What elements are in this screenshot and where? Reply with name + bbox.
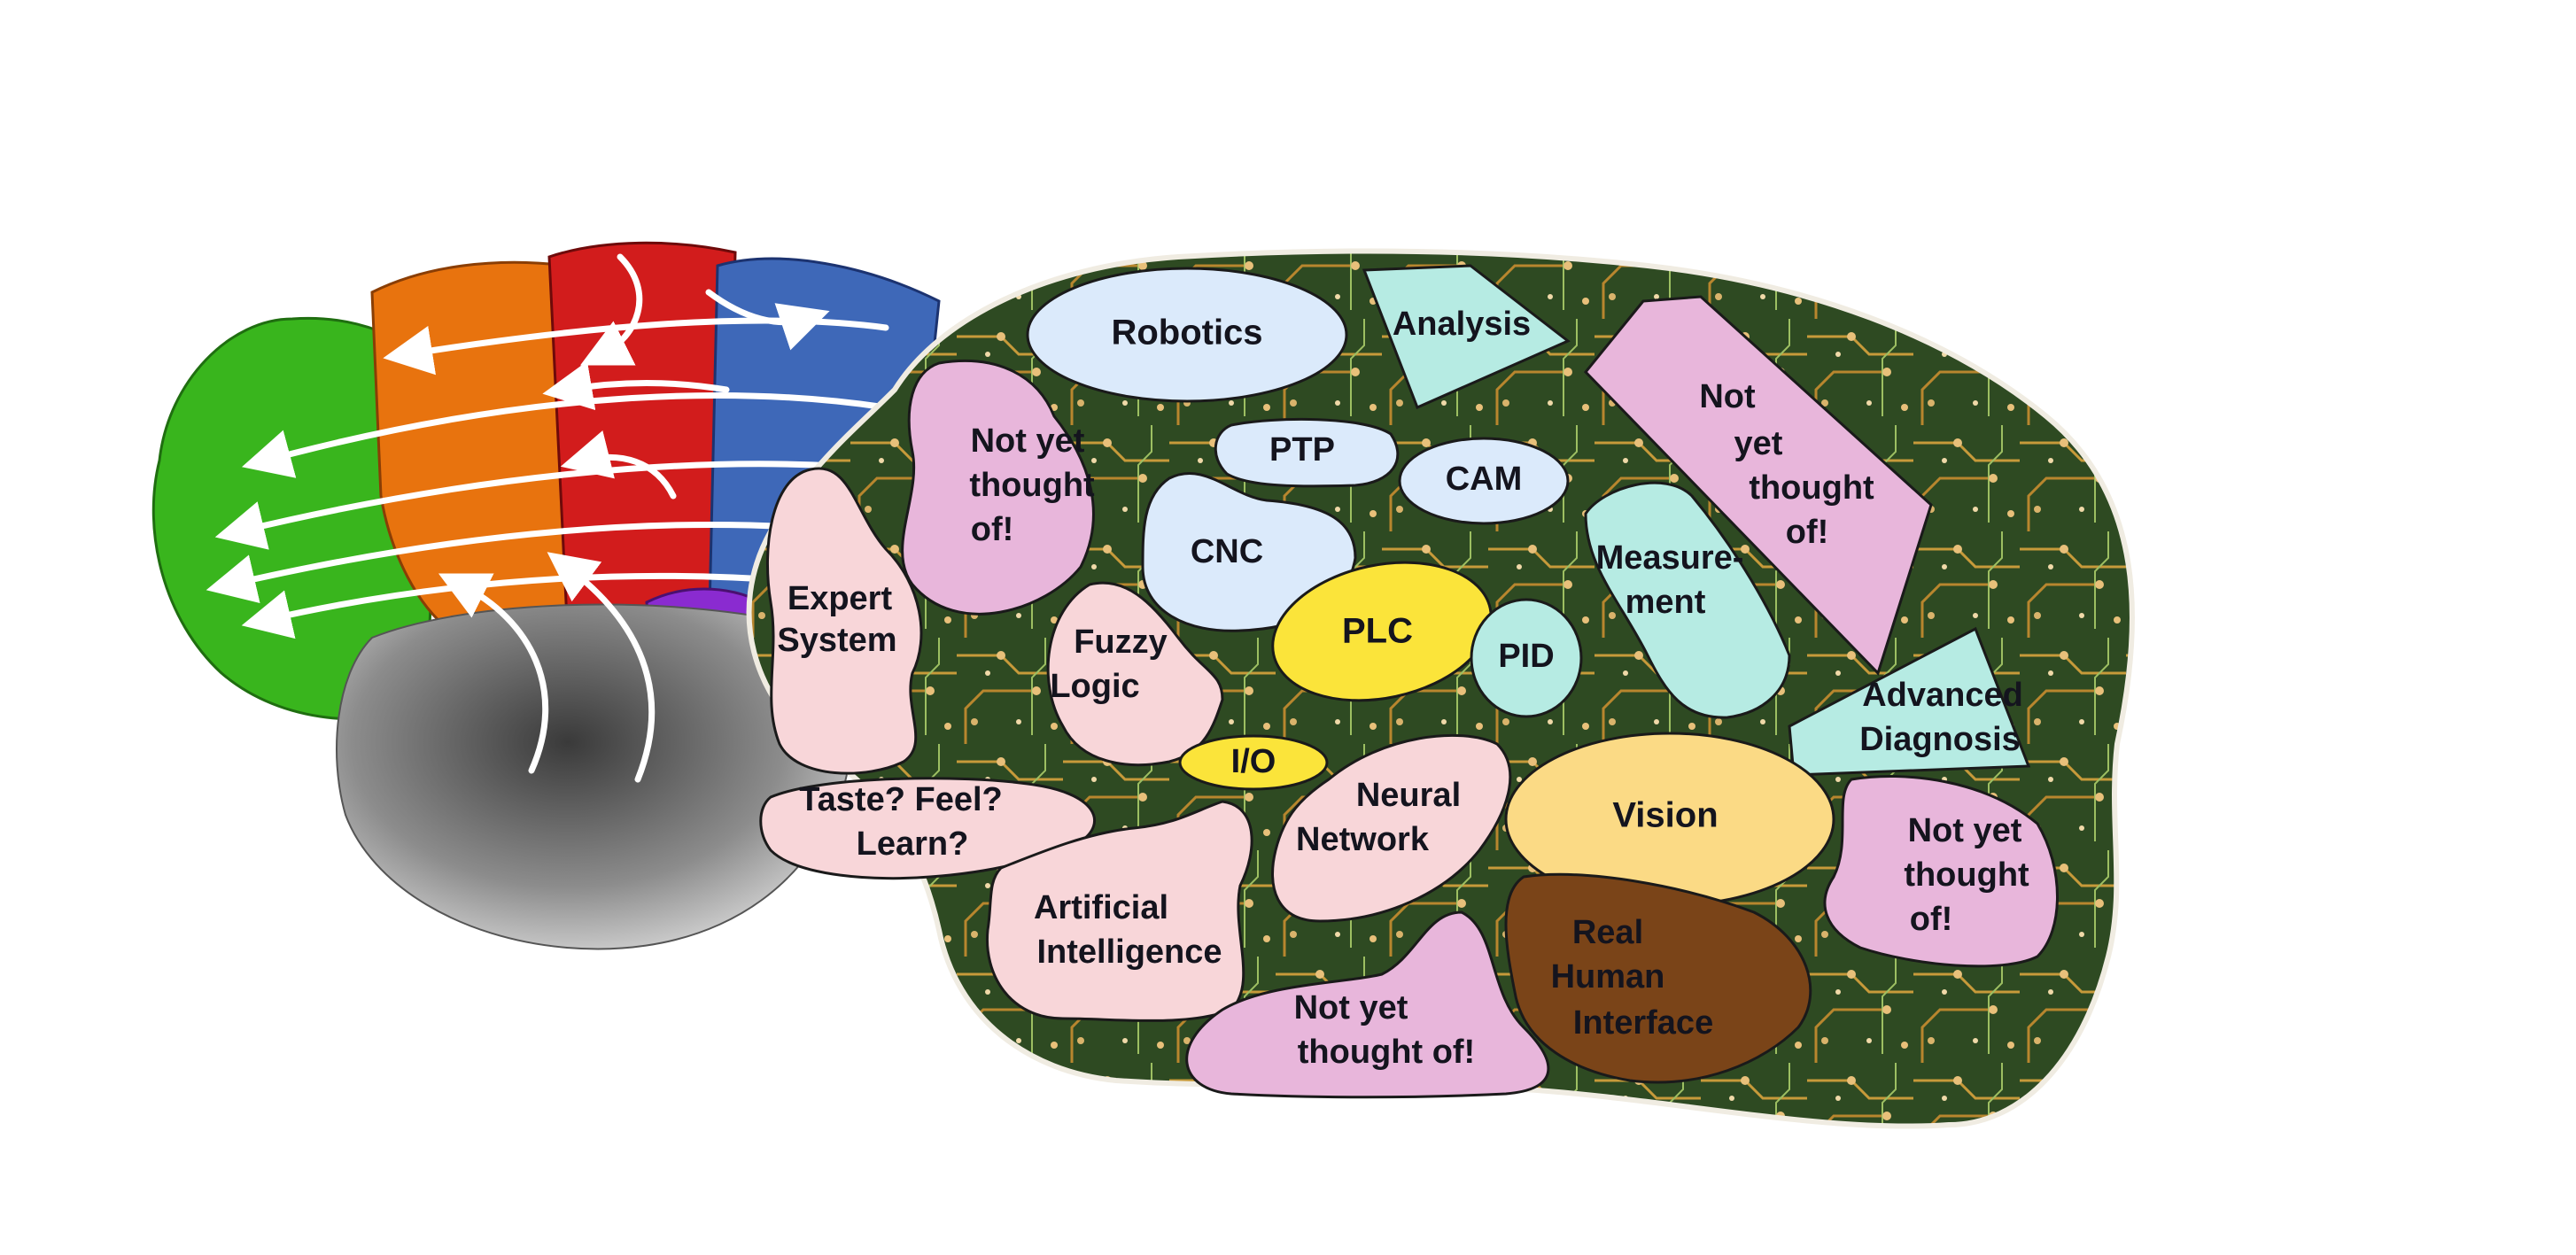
region-analysis[interactable]: Analysis bbox=[1362, 264, 1571, 410]
region-cnc[interactable]: CNC bbox=[1141, 472, 1357, 632]
region-neural-network[interactable]: Neural Network bbox=[1271, 733, 1512, 923]
region-measurement[interactable]: Measure- ment bbox=[1584, 481, 1791, 719]
not-yet-1-line-2: thought bbox=[969, 467, 1095, 504]
neural-network-line-2: Network bbox=[1296, 821, 1430, 858]
io-label: I/O bbox=[1231, 743, 1276, 780]
taste-line-2: Learn? bbox=[857, 825, 969, 863]
temporal-lobe-grey bbox=[336, 603, 851, 950]
measurement-line-2: ment bbox=[1626, 584, 1706, 621]
region-not-yet-thought-of-lower-right[interactable]: Not yet thought of! bbox=[1823, 775, 2059, 968]
cam-label: CAM bbox=[1446, 461, 1523, 498]
region-ptp[interactable]: PTP bbox=[1214, 417, 1400, 488]
expert-system-line-1: Expert bbox=[788, 580, 893, 617]
advanced-diagnosis-line-1: Advanced bbox=[1862, 677, 2023, 714]
region-robotics[interactable]: Robotics bbox=[1026, 267, 1348, 403]
not-yet-4-line-1: Not yet bbox=[1294, 989, 1408, 1026]
region-cam[interactable]: CAM bbox=[1398, 437, 1570, 525]
neural-network-line-1: Neural bbox=[1356, 777, 1461, 814]
expert-system-line-2: System bbox=[777, 622, 896, 659]
region-expert-system[interactable]: Expert System bbox=[765, 467, 923, 775]
not-yet-1-line-3: of! bbox=[971, 511, 1014, 548]
region-advanced-diagnosis[interactable]: Advanced Diagnosis bbox=[1788, 626, 2031, 777]
not-yet-4-line-2: thought of! bbox=[1298, 1034, 1475, 1071]
real-human-interface-line-3: Interface bbox=[1573, 1004, 1713, 1042]
real-human-interface-line-2: Human bbox=[1551, 958, 1665, 995]
region-not-yet-thought-of-top[interactable]: Not yet thought of! bbox=[901, 360, 1095, 616]
advanced-diagnosis-line-2: Diagnosis bbox=[1859, 721, 2021, 758]
pid-label: PID bbox=[1498, 638, 1554, 675]
not-yet-3-line-3: of! bbox=[1910, 901, 1953, 938]
not-yet-2-line-2: yet bbox=[1734, 425, 1783, 462]
not-yet-2-line-1: Not bbox=[1699, 378, 1756, 415]
ai-line-1: Artificial bbox=[1034, 889, 1168, 926]
region-pid[interactable]: PID bbox=[1470, 598, 1583, 718]
region-vision[interactable]: Vision bbox=[1504, 732, 1835, 907]
region-not-yet-thought-of-right[interactable]: Not yet thought of! bbox=[1583, 295, 1933, 676]
region-taste-feel-learn[interactable]: Taste? Feel? Learn? bbox=[759, 777, 1096, 880]
ptp-label: PTP bbox=[1269, 431, 1335, 469]
fuzzy-logic-line-2: Logic bbox=[1050, 668, 1139, 705]
region-artificial-intelligence[interactable]: Artificial Intelligence bbox=[985, 800, 1253, 1022]
region-real-human-interface[interactable]: Real Human Interface bbox=[1504, 872, 1812, 1084]
brain-lobes bbox=[151, 241, 941, 950]
vision-label: Vision bbox=[1612, 796, 1718, 835]
ai-line-2: Intelligence bbox=[1036, 934, 1222, 971]
analysis-label: Analysis bbox=[1393, 306, 1531, 343]
region-io[interactable]: I/O bbox=[1178, 734, 1329, 791]
not-yet-3-line-2: thought bbox=[1904, 856, 2029, 894]
robotics-label: Robotics bbox=[1111, 314, 1262, 352]
fuzzy-logic-line-1: Fuzzy bbox=[1074, 624, 1168, 661]
region-plc[interactable]: PLC bbox=[1260, 544, 1504, 720]
real-human-interface-line-1: Real bbox=[1572, 914, 1643, 951]
cnc-label: CNC bbox=[1191, 533, 1263, 570]
not-yet-2-line-4: of! bbox=[1786, 514, 1829, 551]
not-yet-3-line-1: Not yet bbox=[1908, 812, 2022, 849]
measurement-line-1: Measure- bbox=[1596, 539, 1744, 577]
not-yet-2-line-3: thought bbox=[1749, 469, 1874, 507]
region-not-yet-thought-of-bottom[interactable]: Not yet thought of! bbox=[1185, 910, 1550, 1099]
not-yet-1-line-1: Not yet bbox=[971, 422, 1085, 460]
taste-line-1: Taste? Feel? bbox=[799, 781, 1002, 818]
plc-label: PLC bbox=[1342, 612, 1413, 651]
